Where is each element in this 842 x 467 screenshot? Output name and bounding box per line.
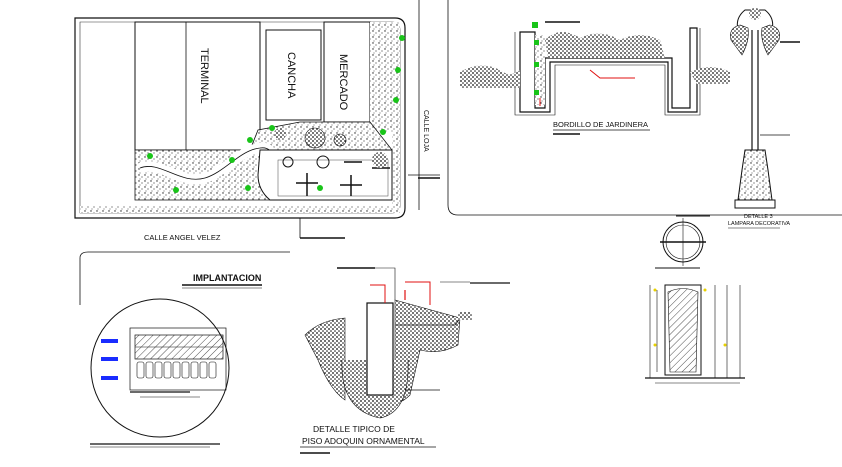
cancha-label: CANCHA xyxy=(285,52,297,99)
lampara-detail: DETALLE 3 LAMPARA DECORATIVA xyxy=(728,8,800,229)
piso-adoquin-detail: DETALLE TIPICO DE PISO ADOQUIN ORNAMENTA… xyxy=(300,267,510,454)
bin-detail xyxy=(645,215,745,384)
calle-angel-velez-label: CALLE ANGEL VELEZ xyxy=(144,233,221,242)
terminal-building xyxy=(134,21,261,151)
implantacion-title: IMPLANTACION xyxy=(193,273,261,283)
calle-loja-label: CALLE LOJA xyxy=(422,110,429,152)
lampara-caption-1: DETALLE 3 xyxy=(744,214,773,220)
curb-section xyxy=(366,302,394,396)
bordillo-title: BORDILLO DE JARDINERA xyxy=(553,120,648,129)
bordillo-detail: BORDILLO DE JARDINERA xyxy=(460,21,730,135)
terminal-label: TERMINAL xyxy=(198,48,210,104)
blue-markers xyxy=(101,339,118,380)
detail-circle xyxy=(90,298,230,438)
mercado-building xyxy=(323,21,371,123)
planter-profile xyxy=(519,27,698,113)
implantacion-detail: IMPLANTACION xyxy=(79,251,290,448)
plant-markers xyxy=(147,35,405,193)
piso-title-line1: DETALLE TIPICO DE xyxy=(313,424,395,434)
mercado-label: MERCADO xyxy=(337,54,349,111)
cancha-building xyxy=(265,29,322,121)
site-plan: TERMINAL CANCHA MERCADO xyxy=(74,0,842,242)
lampara-caption-2: LAMPARA DECORATIVA xyxy=(728,221,790,227)
piso-title-line2: PISO ADOQUIN ORNAMENTAL xyxy=(302,436,425,446)
